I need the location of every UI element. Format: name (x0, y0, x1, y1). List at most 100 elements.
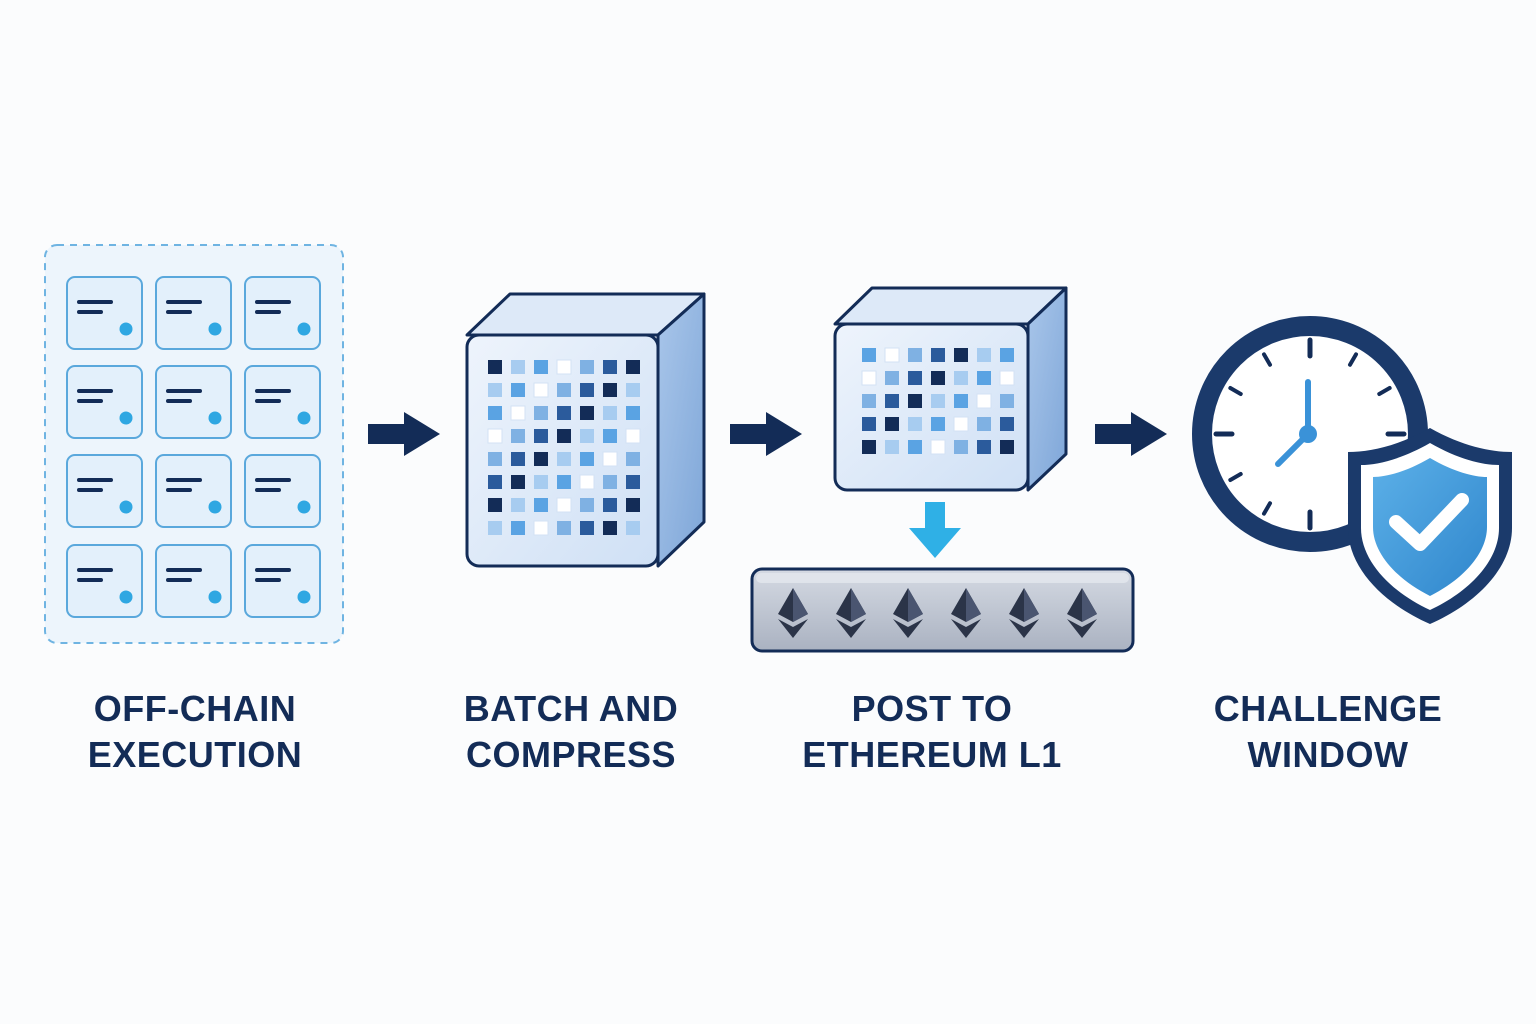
data-cell (510, 405, 526, 421)
data-cell (954, 371, 968, 385)
ethereum-diamond-icon (836, 588, 866, 638)
data-cell (579, 474, 595, 490)
data-cell (977, 348, 991, 362)
data-cell (954, 440, 968, 454)
data-cell (534, 452, 548, 466)
data-cell (977, 417, 991, 431)
data-cell (603, 406, 617, 420)
transaction-card-icon (66, 365, 143, 439)
data-cell (908, 394, 922, 408)
off-chain-execution-group (44, 244, 344, 644)
data-cell (511, 498, 525, 512)
transaction-card-icon (66, 276, 143, 350)
step-label-line: EXECUTION (87, 734, 303, 775)
data-cell (557, 521, 571, 535)
data-cell (862, 417, 876, 431)
data-cell (626, 452, 640, 466)
transaction-card-icon (244, 276, 321, 350)
data-cell (626, 498, 640, 512)
data-cell (908, 348, 922, 362)
transaction-card-icon (244, 365, 321, 439)
data-cell (580, 521, 594, 535)
clock-tick (1262, 352, 1272, 367)
clock-tick (1228, 472, 1243, 482)
right-arrow-icon (730, 412, 802, 456)
data-cell (1000, 440, 1014, 454)
data-cell (557, 406, 571, 420)
data-cell (885, 417, 899, 431)
data-cell (931, 348, 945, 362)
ethereum-diamond-icon (893, 588, 923, 638)
data-cell (626, 360, 640, 374)
challenge-window-group (1192, 316, 1512, 624)
cube-side-face (1026, 286, 1068, 492)
data-cube-icon (465, 292, 706, 568)
transaction-card-icon (66, 544, 143, 618)
data-cell (930, 439, 946, 455)
data-cell (885, 440, 899, 454)
data-cell (580, 452, 594, 466)
data-cell (556, 497, 572, 513)
data-cell (533, 382, 549, 398)
data-cube-icon (833, 286, 1068, 492)
data-cell (511, 360, 525, 374)
data-cell (908, 417, 922, 431)
data-cell (488, 498, 502, 512)
data-cell (908, 371, 922, 385)
data-cell (488, 406, 502, 420)
right-arrow-icon (368, 412, 440, 456)
transaction-card-icon (155, 544, 232, 618)
data-cell (602, 451, 618, 467)
data-cell (977, 440, 991, 454)
step-label-line: POST TO (851, 688, 1013, 729)
data-cell (976, 393, 992, 409)
data-cell (488, 383, 502, 397)
clock-tick (1348, 352, 1358, 367)
data-cell (534, 475, 548, 489)
data-cell (511, 475, 525, 489)
ethereum-diamond-icon (778, 588, 808, 638)
down-arrow-icon (909, 502, 961, 558)
data-cell (954, 348, 968, 362)
data-cell (861, 370, 877, 386)
data-cell (511, 452, 525, 466)
step-label-off-chain-execution: OFF-CHAIN EXECUTION (15, 686, 375, 778)
data-cell (580, 383, 594, 397)
transaction-card-icon (66, 454, 143, 528)
step-label-line: ETHEREUM L1 (802, 734, 1062, 775)
data-cell (557, 475, 571, 489)
right-arrow-icon (1095, 412, 1167, 456)
step-label-line: OFF-CHAIN (93, 688, 297, 729)
shield-check-icon (1348, 428, 1512, 624)
data-cell (999, 370, 1015, 386)
step-label-line: WINDOW (1247, 734, 1409, 775)
clock-tick (1262, 501, 1272, 516)
data-cell (885, 371, 899, 385)
data-cell (603, 360, 617, 374)
data-cell (862, 394, 876, 408)
clock-tick (1377, 386, 1392, 396)
step-label-line: CHALLENGE (1213, 688, 1443, 729)
data-cell (557, 452, 571, 466)
data-cell (488, 475, 502, 489)
data-cell (534, 360, 548, 374)
data-cell (603, 498, 617, 512)
ethereum-diamond-icon (1067, 588, 1097, 638)
data-cell (488, 521, 502, 535)
transaction-grid (66, 276, 321, 618)
data-cell (1000, 417, 1014, 431)
data-cell (908, 440, 922, 454)
step-label-batch-and-compress: BATCH AND COMPRESS (391, 686, 751, 778)
data-cell (626, 521, 640, 535)
data-cell (557, 429, 571, 443)
transaction-card-icon (155, 454, 232, 528)
data-cell (931, 394, 945, 408)
data-cell (556, 359, 572, 375)
data-cell (1000, 394, 1014, 408)
ethereum-blocks (778, 588, 1097, 638)
data-cell (931, 371, 945, 385)
data-cell (557, 383, 571, 397)
data-cell (511, 383, 525, 397)
data-cell (580, 498, 594, 512)
